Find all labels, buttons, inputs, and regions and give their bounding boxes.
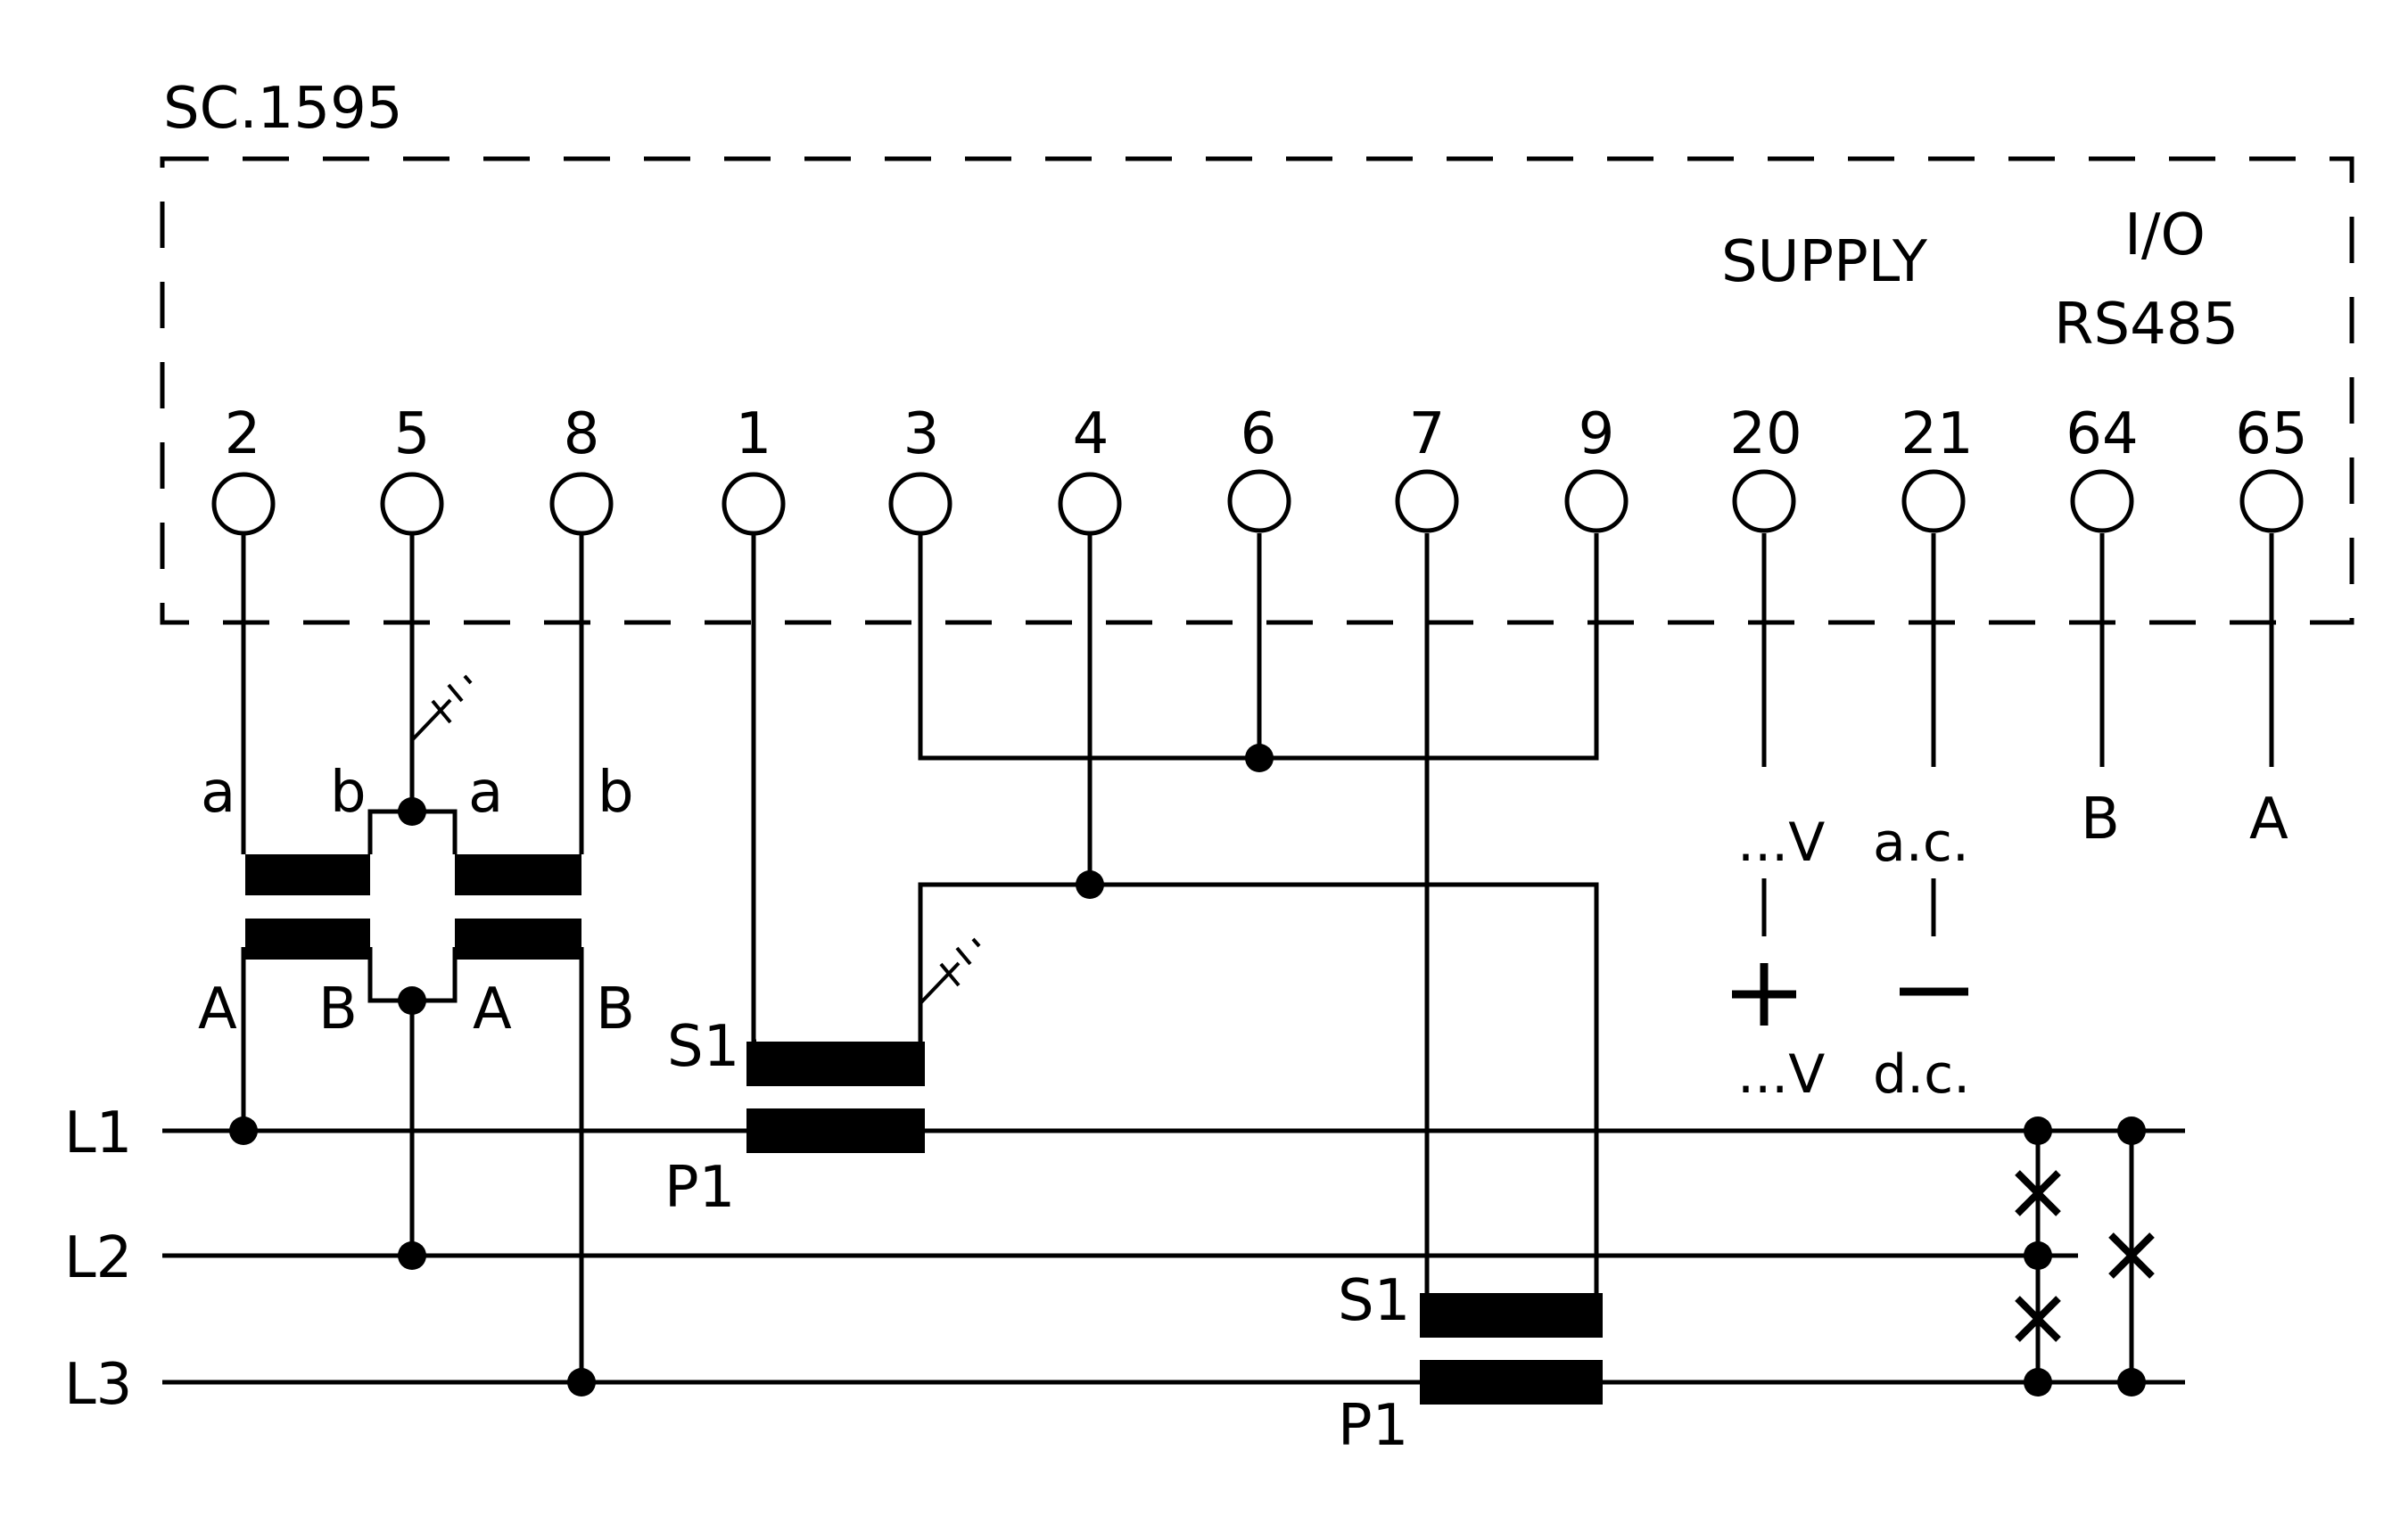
- junction-link-right-l3: [2117, 1368, 2146, 1397]
- terminal-number-5: 5: [394, 401, 431, 467]
- rs485-section-label: RS485: [2054, 292, 2239, 358]
- terminal-number-1: 1: [736, 401, 772, 467]
- vt1-primary-winding: [245, 919, 370, 960]
- terminal-2: [211, 472, 276, 536]
- earth-symbol: [410, 674, 473, 742]
- ct2-p1-label: P1: [1338, 1393, 1408, 1459]
- vt-label-A-1: A: [198, 976, 237, 1042]
- terminal-number-65: 65: [2235, 401, 2307, 467]
- terminal-6: [1227, 469, 1291, 533]
- wire-ct1-return: [918, 882, 1599, 1311]
- terminal-8: [549, 472, 614, 536]
- cross-mark-1: [2015, 1170, 2061, 1216]
- link-cross-marks: [2015, 1170, 2155, 1342]
- supply-section-label: SUPPLY: [1721, 229, 1928, 295]
- terminal-20: [1732, 469, 1796, 533]
- ct1-secondary-winding: [746, 1042, 925, 1086]
- cross-mark-2: [2015, 1296, 2061, 1342]
- terminal-64: [2070, 469, 2134, 533]
- terminal-number-8: 8: [564, 401, 600, 467]
- ct-labels: S1 P1 S1 P1: [664, 1014, 1410, 1459]
- terminal-7: [1395, 469, 1459, 533]
- terminal-number-64: 64: [2066, 401, 2138, 467]
- vt-label-A-2: A: [473, 976, 512, 1042]
- terminal-number-6: 6: [1241, 401, 1277, 467]
- wire-t1: [751, 533, 756, 1044]
- vt-label-b-1: b: [330, 760, 367, 826]
- earth-symbol-ct: [919, 937, 981, 1005]
- terminal-numbers: 2 5 8 1 3 4 6 7 9 20 21 64 65: [225, 401, 2308, 467]
- vt2-secondary-winding: [455, 854, 581, 895]
- supply-ac-label: a.c.: [1873, 812, 1969, 874]
- terminal-number-20: 20: [1729, 401, 1802, 467]
- junction-t4: [1076, 870, 1104, 899]
- vt-label-a-1: a: [201, 760, 235, 826]
- cross-mark-3: [2108, 1232, 2155, 1279]
- vt-labels: a b a b A B A B: [198, 760, 635, 1042]
- io-label-b: B: [2081, 787, 2120, 853]
- model-label: SC.1595: [163, 76, 403, 142]
- junctions: [229, 744, 2146, 1397]
- terminal-65: [2239, 469, 2304, 533]
- junction-link-left-l2: [2024, 1241, 2052, 1270]
- terminal-number-3: 3: [903, 401, 940, 467]
- line-label-l3: L3: [64, 1352, 132, 1418]
- vt-label-b-2: b: [598, 760, 634, 826]
- terminal-5: [380, 472, 444, 536]
- terminal-3: [888, 472, 952, 536]
- terminal-21: [1901, 469, 1966, 533]
- terminal-number-21: 21: [1901, 401, 1973, 467]
- ct2-primary-winding: [1420, 1360, 1603, 1405]
- ct1-primary-winding: [746, 1108, 925, 1153]
- io-label-a: A: [2249, 787, 2288, 853]
- instrument-enclosure: [160, 156, 2354, 625]
- vt-label-B-1: B: [318, 976, 358, 1042]
- junction-link-left-l1: [2024, 1116, 2052, 1145]
- io-section-label: I/O: [2124, 202, 2206, 268]
- ct2-secondary-winding: [1420, 1293, 1603, 1338]
- terminal-9: [1564, 469, 1629, 533]
- line-label-l2: L2: [64, 1225, 132, 1291]
- junction-l2-t5: [398, 1241, 426, 1270]
- junction-l3-t8: [567, 1368, 596, 1397]
- line-label-l1: L1: [64, 1100, 132, 1166]
- junction-t6: [1245, 744, 1274, 772]
- vt1-secondary-winding: [245, 854, 370, 895]
- supply-dc-voltage: ...V: [1737, 1043, 1825, 1106]
- terminal-number-4: 4: [1073, 401, 1109, 467]
- junction-link-left-l3: [2024, 1368, 2052, 1397]
- supply-dc-label: d.c.: [1873, 1043, 1970, 1106]
- supply-ac-voltage: ...V: [1737, 812, 1825, 874]
- ct1-s1-label: S1: [667, 1014, 739, 1080]
- terminal-number-9: 9: [1579, 401, 1615, 467]
- plus-sign-icon: [1732, 963, 1796, 1026]
- ct2-s1-label: S1: [1338, 1268, 1410, 1334]
- junction-link-right-l1: [2117, 1116, 2146, 1145]
- terminal-number-2: 2: [225, 401, 261, 467]
- terminal-4: [1058, 472, 1122, 536]
- ct1-p1-label: P1: [664, 1155, 735, 1221]
- junction-vt-primary: [398, 986, 426, 1015]
- vt2-primary-winding: [455, 919, 581, 960]
- junction-vt-secondary: [398, 797, 426, 826]
- vt-label-B-2: B: [596, 976, 635, 1042]
- junction-l1-t2: [229, 1116, 258, 1145]
- terminal-number-7: 7: [1409, 401, 1446, 467]
- vt-label-a-2: a: [468, 760, 503, 826]
- line-labels: L1 L2 L3: [64, 1100, 132, 1418]
- terminal-1: [722, 472, 786, 536]
- supply-labels: ...V a.c. ...V d.c.: [1737, 812, 1970, 1106]
- transformer-windings: [245, 854, 1603, 1405]
- terminals: [211, 469, 2304, 536]
